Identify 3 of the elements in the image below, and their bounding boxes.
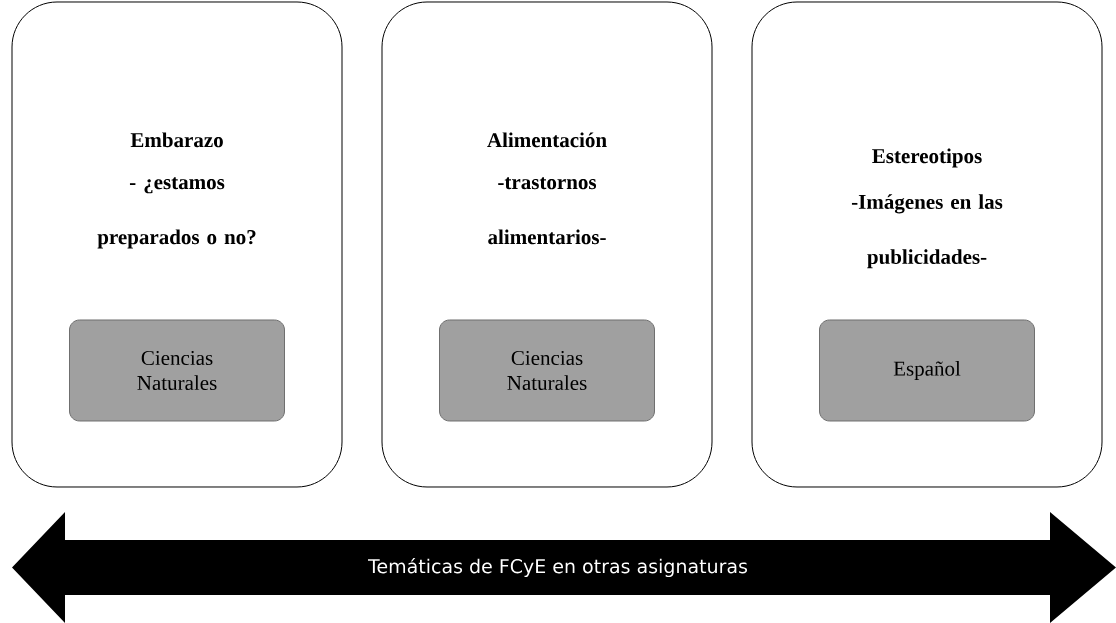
subject-box: Español [819, 319, 1035, 422]
subject-box: Ciencias Naturales [439, 319, 655, 422]
subject-box: Ciencias Naturales [69, 319, 285, 422]
